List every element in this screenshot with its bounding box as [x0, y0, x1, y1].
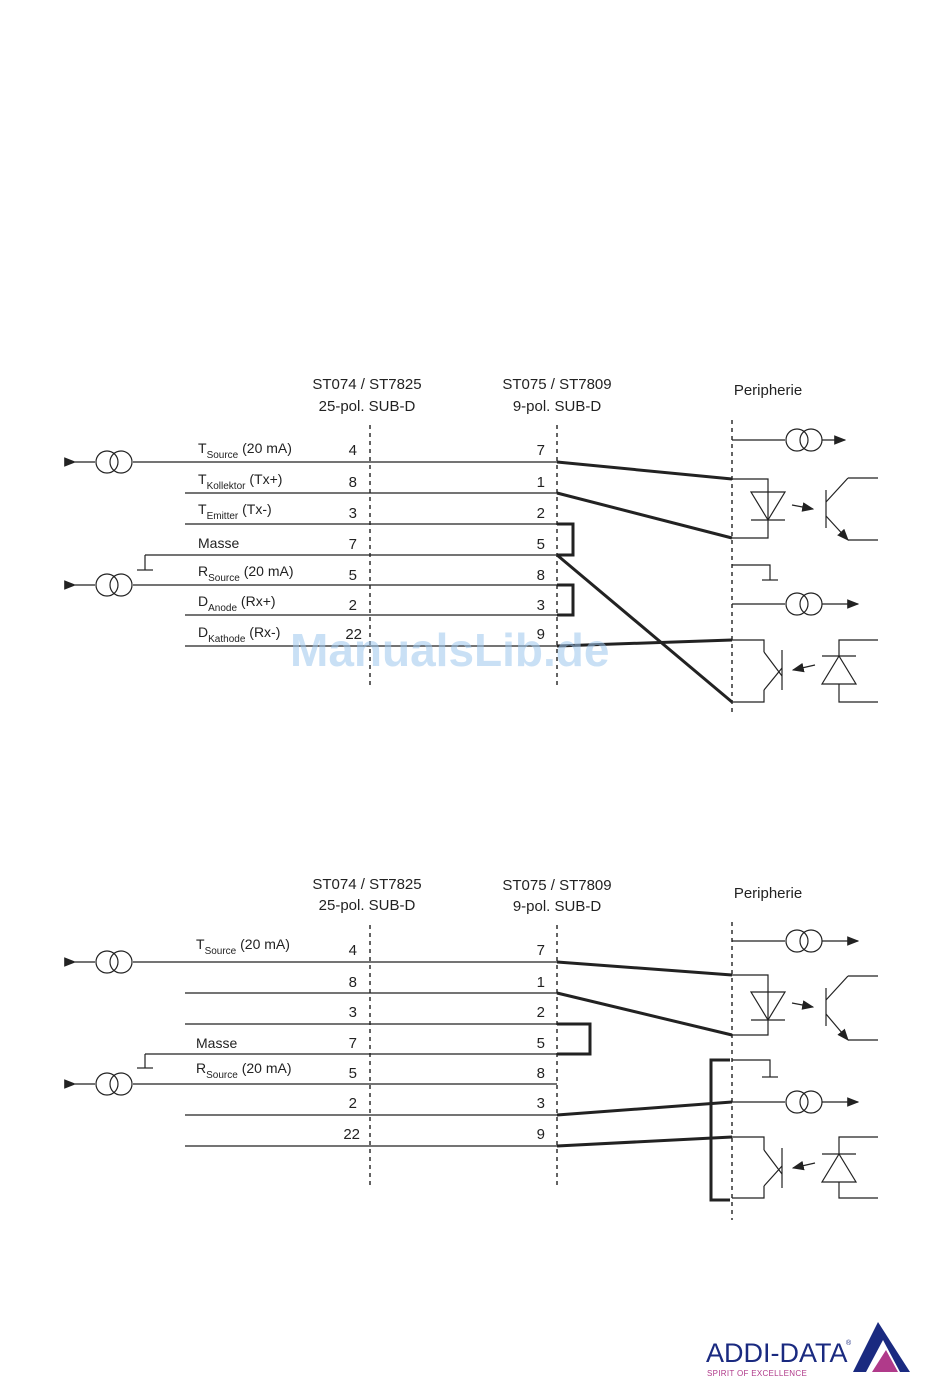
pin-9pol: 3	[537, 1095, 545, 1112]
pin-9pol: 7	[537, 442, 545, 459]
signal-labels: TSource (20 mA) TKollektor (Tx+) TEmitte…	[198, 440, 294, 645]
pin-9pol: 5	[537, 1035, 545, 1052]
signal-label: TSource (20 mA)	[196, 936, 290, 957]
optocoupler-rx-icon	[732, 639, 878, 703]
peripherie-label: Peripherie	[734, 382, 802, 399]
pin-9pol: 9	[537, 1126, 545, 1143]
signal-label: TSource (20 mA)	[198, 440, 292, 461]
current-source-icon	[64, 573, 133, 597]
pin-9pol: 2	[537, 505, 545, 522]
peripherie-ground-icon	[732, 1059, 778, 1078]
current-source-icon	[64, 1072, 133, 1096]
pin-25pol: 3	[349, 505, 357, 522]
pin-25pol: 22	[345, 626, 362, 643]
pin-25pol: 2	[349, 1095, 357, 1112]
signal-labels: TSource (20 mA) Masse RSource (20 mA)	[196, 936, 292, 1081]
logo-tagline: SPIRIT OF EXCELLENCE	[707, 1369, 807, 1378]
connector2-title: ST075 / ST7809	[502, 877, 611, 894]
connector2-subtitle: 9-pol. SUB-D	[513, 398, 602, 415]
connector2-subtitle: 9-pol. SUB-D	[513, 898, 602, 915]
pin-numbers: 4 8 3 7 5 2 22 7 1 2 5 8 3 9	[345, 442, 545, 643]
current-source-icon	[64, 450, 133, 474]
pin-9pol: 5	[537, 536, 545, 553]
pin-25pol: 5	[349, 1065, 357, 1082]
pin-9pol: 1	[537, 974, 545, 991]
connector1-title: ST074 / ST7825	[312, 876, 421, 893]
pin-25pol: 7	[349, 536, 357, 553]
wires	[133, 961, 557, 1147]
ground-icon	[137, 1054, 153, 1069]
pin-9pol: 8	[537, 1065, 545, 1082]
pin-9pol: 2	[537, 1004, 545, 1021]
pin-9pol: 7	[537, 942, 545, 959]
signal-label: RSource (20 mA)	[198, 563, 294, 584]
pin-9pol: 8	[537, 567, 545, 584]
pin-25pol: 3	[349, 1004, 357, 1021]
pin-25pol: 4	[349, 942, 357, 959]
connector1-subtitle: 25-pol. SUB-D	[319, 897, 416, 914]
pin-25pol: 4	[349, 442, 357, 459]
connector1-title: ST074 / ST7825	[312, 376, 421, 393]
pin-25pol: 2	[349, 597, 357, 614]
pin-25pol: 8	[349, 974, 357, 991]
signal-label: TKollektor (Tx+)	[198, 471, 282, 492]
pin-9pol: 3	[537, 597, 545, 614]
diagram-2: ST074 / ST7825 25-pol. SUB-D ST075 / ST7…	[64, 876, 878, 1220]
signal-label: RSource (20 mA)	[196, 1060, 292, 1081]
bridge-bracket	[557, 522, 575, 557]
addi-data-logo: ADDI-DATA ® SPIRIT OF EXCELLENCE	[706, 1322, 910, 1378]
optocoupler-rx-icon	[732, 1136, 878, 1199]
watermark: ManualsLib.de	[290, 624, 609, 676]
signal-label: DKathode (Rx-)	[198, 624, 280, 645]
logo-registered: ®	[846, 1339, 852, 1347]
crossing-wires	[556, 460, 733, 704]
pin-25pol: 8	[349, 474, 357, 491]
diagram-1: ST074 / ST7825 25-pol. SUB-D ST075 / ST7…	[64, 376, 878, 712]
signal-label: Masse	[198, 535, 239, 551]
signal-label: Masse	[196, 1035, 237, 1051]
pin-25pol: 22	[343, 1126, 360, 1143]
connector2-title: ST075 / ST7809	[502, 376, 611, 393]
pin-9pol: 1	[537, 474, 545, 491]
peripherie-ground-icon	[732, 564, 778, 581]
ground-icon	[137, 555, 153, 571]
optocoupler-tx-icon	[732, 974, 878, 1041]
connector1-subtitle: 25-pol. SUB-D	[319, 398, 416, 415]
pin-25pol: 5	[349, 567, 357, 584]
peripherie-current-source-icon	[732, 592, 860, 616]
bridge-bracket	[557, 583, 575, 617]
signal-label: DAnode (Rx+)	[198, 593, 276, 614]
pin-25pol: 7	[349, 1035, 357, 1052]
bridge-bracket	[557, 1022, 592, 1056]
wires	[133, 461, 557, 647]
peripherie-current-source-icon	[732, 1090, 860, 1114]
peripherie-label: Peripherie	[734, 885, 802, 902]
current-source-icon	[64, 950, 133, 974]
peripherie-current-source-icon	[732, 428, 847, 452]
optocoupler-tx-icon	[732, 477, 878, 541]
logo-name: ADDI-DATA	[706, 1338, 848, 1368]
pin-numbers: 4 8 3 7 5 2 22 7 1 2 5 8 3 9	[343, 942, 545, 1143]
crossing-wires	[556, 960, 733, 1148]
signal-label: TEmitter (Tx-)	[198, 501, 272, 522]
logo-triangle-icon	[853, 1322, 910, 1372]
peripherie-current-source-icon	[732, 929, 860, 953]
bus-bracket	[709, 1058, 730, 1202]
pin-9pol: 9	[537, 626, 545, 643]
